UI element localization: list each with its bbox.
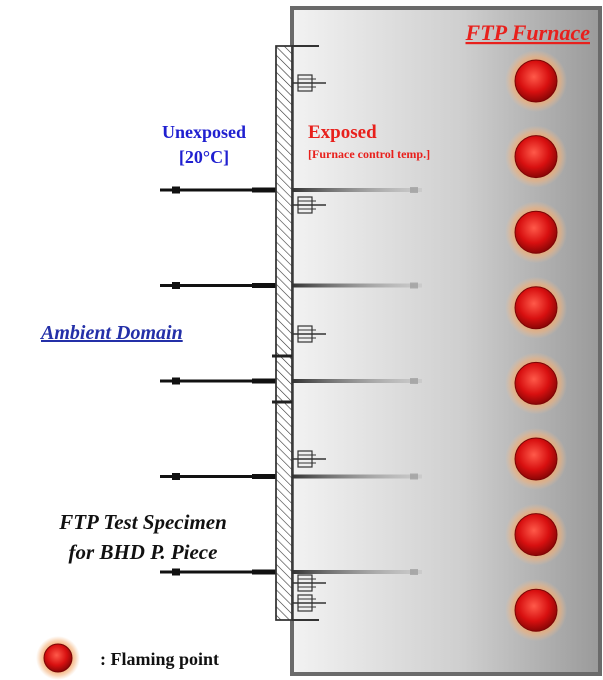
specimen-label-line2: for BHD P. Piece <box>69 540 218 564</box>
flaming-point <box>505 352 567 415</box>
exposed-label: Exposed <box>308 122 377 143</box>
thermocouple-probe <box>160 568 422 576</box>
stud-marker <box>293 594 326 612</box>
flaming-point <box>505 201 567 264</box>
legend-text: : Flaming point <box>100 649 219 669</box>
stud-marker <box>293 325 326 343</box>
ambient-domain-label: Ambient Domain <box>39 322 183 344</box>
flaming-point <box>505 276 567 339</box>
stud-marker <box>293 574 326 592</box>
stud-markers <box>293 74 326 612</box>
specimen-label-line1: FTP Test Specimen <box>58 510 227 534</box>
thermocouple-probe <box>160 473 422 480</box>
thermocouple-probe <box>160 282 422 289</box>
flaming-points <box>505 50 567 642</box>
flaming-point <box>505 503 567 566</box>
stud-marker <box>293 196 326 214</box>
flaming-point <box>505 125 567 188</box>
legend: : Flaming point <box>36 636 219 680</box>
test-specimen-plate <box>272 45 319 621</box>
thermocouple-probe <box>160 377 422 385</box>
thermocouple-probe <box>160 186 422 194</box>
exposed-sublabel: [Furnace control temp.] <box>308 147 430 161</box>
furnace-box <box>290 6 602 676</box>
unexposed-label: Unexposed <box>162 122 246 142</box>
unexposed-temp: [20°C] <box>179 147 229 167</box>
stud-marker <box>293 74 326 92</box>
stud-marker <box>293 450 326 468</box>
furnace-title: FTP Furnace <box>465 20 591 45</box>
flaming-point <box>505 579 567 642</box>
flaming-point <box>505 428 567 490</box>
thermocouple-probes <box>160 186 422 576</box>
flaming-point <box>505 50 567 112</box>
